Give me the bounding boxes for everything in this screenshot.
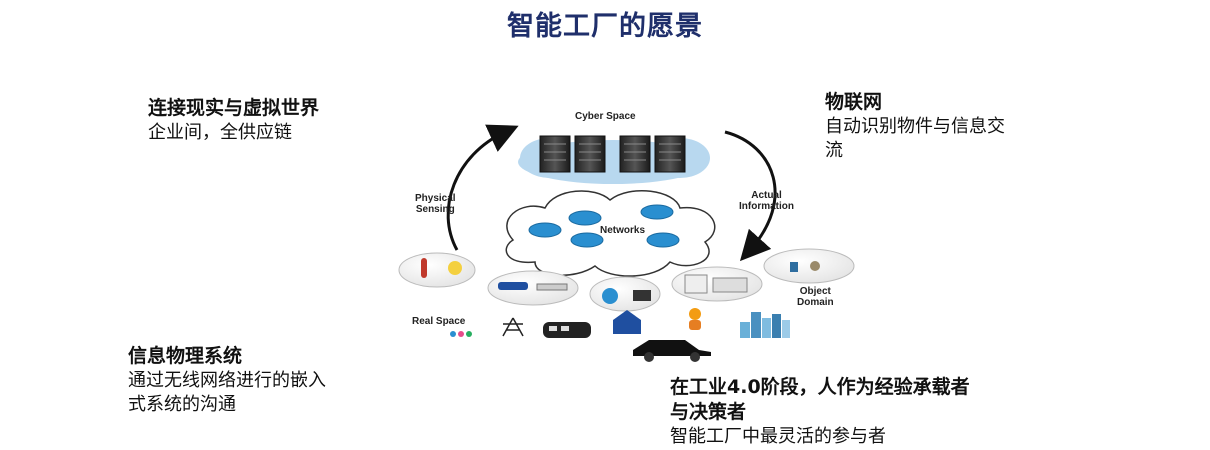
label-object-domain: Object Domain (797, 286, 834, 308)
text-block-iot: 物联网 自动识别物件与信息交 流 (825, 90, 1125, 163)
router-device-bubble (487, 270, 579, 306)
block-body-line2: 流 (825, 140, 843, 161)
text-block-industry40: 在工业4.0阶段，人作为经验承载者 与决策者 智能工厂中最灵活的参与者 (670, 375, 1170, 449)
server-rack-icon (539, 135, 686, 173)
building-icon (740, 312, 790, 338)
label-line: Information (739, 201, 794, 212)
label-real-space: Real Space (412, 316, 466, 327)
house-icon (613, 310, 641, 334)
block-body-line1: 自动识别物件与信息交 (825, 116, 1005, 137)
label-line: Sensing (415, 204, 455, 215)
block-body-line2: 式系统的沟通 (128, 394, 236, 415)
lock-camera-bubble (589, 276, 661, 312)
cycle-arrow (446, 124, 777, 262)
appliance-bubble (671, 266, 763, 302)
person-icon (689, 308, 701, 330)
text-block-connect-worlds: 连接现实与虚拟世界 企业间，全供应链 (148, 96, 448, 145)
router-icon (528, 204, 680, 248)
label-networks: Networks (600, 225, 646, 236)
block-heading: 信息物理系统 (128, 345, 243, 367)
label-cyber-space: Cyber Space (575, 111, 636, 122)
label-line: Actual (751, 190, 782, 201)
sensor-bubble (398, 252, 476, 288)
label-line: Object (799, 286, 831, 297)
label-line: Domain (797, 297, 834, 308)
label-actual-information: Actual Information (739, 190, 794, 212)
car-icon (633, 340, 711, 362)
label-line: Physical (415, 193, 456, 204)
block-heading: 物联网 (825, 91, 883, 113)
block-heading-line2: 与决策者 (670, 401, 747, 423)
device-bubble (763, 248, 855, 284)
block-heading: 连接现实与虚拟世界 (148, 97, 320, 119)
block-body-line1: 通过无线网络进行的嵌入 (128, 370, 326, 391)
text-block-cps: 信息物理系统 通过无线网络进行的嵌入 式系统的沟通 (128, 344, 468, 417)
cyber-physical-diagram: Cyber Space Physical Sensing Actual Info… (395, 100, 875, 430)
power-tower-icon (502, 317, 524, 337)
label-physical-sensing: Physical Sensing (415, 193, 456, 215)
page-title: 智能工厂的愿景 (507, 11, 703, 42)
diagram-graphic (398, 124, 855, 362)
block-heading-line1: 在工业4.0阶段，人作为经验承载者 (670, 376, 970, 398)
block-body: 智能工厂中最灵活的参与者 (670, 426, 886, 447)
train-icon (543, 322, 591, 338)
small-figures-icon (450, 331, 472, 337)
block-body: 企业间，全供应链 (148, 122, 292, 143)
